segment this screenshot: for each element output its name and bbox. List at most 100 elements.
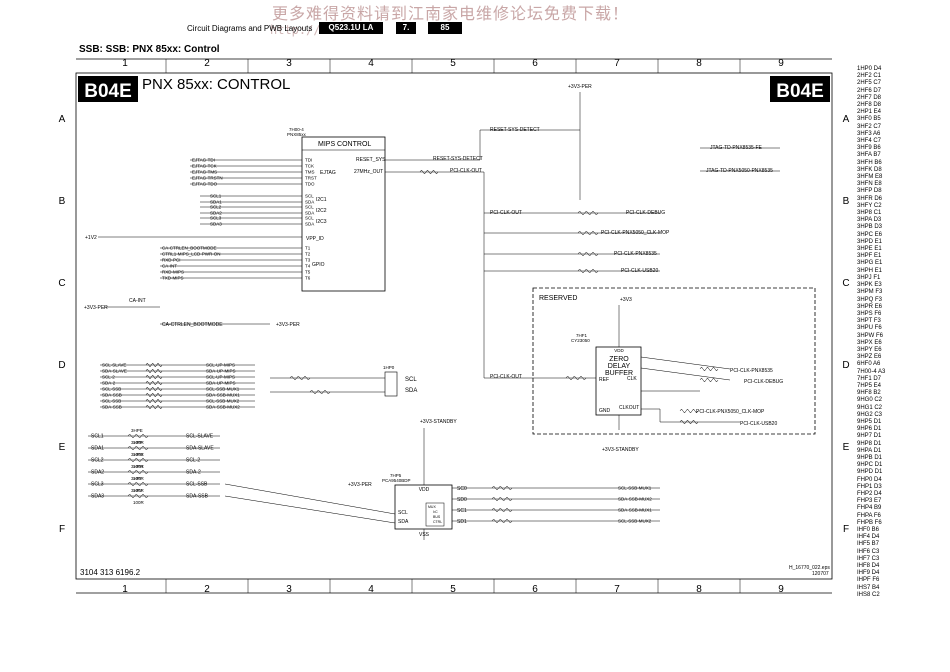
reserved-line1: ZERO — [609, 356, 629, 363]
ssb-nets: SCL-SLAVESDA-SLAVESCL-2SDA-2SCL-SSBSDA-S… — [100, 363, 385, 410]
component-index-item: 9HG0 C2 — [857, 397, 883, 404]
r-3hpu — [491, 518, 513, 524]
component-index-item: FHPB F6 — [857, 519, 882, 526]
reserved-clkout: CLKOUT — [619, 405, 639, 411]
mips-pin-label: T3 — [305, 258, 311, 263]
mips-pin-label: T2 — [305, 252, 311, 257]
ssb-net-right: SCL-SSB-MUX2 — [206, 399, 240, 404]
mips-i2c2-label: I2C2 — [316, 208, 327, 214]
reserved-3v3: +3V3 — [620, 297, 632, 303]
row-label-left: D — [58, 360, 65, 371]
component-index-item: 7HF1 D7 — [857, 375, 882, 382]
component-index-item: IHF0 B6 — [857, 527, 880, 533]
component-index-item: FHP4 B9 — [857, 505, 882, 512]
ssb-resistor — [145, 398, 163, 404]
mips-part: PNX85xx — [287, 132, 307, 137]
component-index-item: IHS7 B4 — [857, 584, 880, 591]
mips-pin-label: T6 — [305, 276, 311, 281]
component-index-item: FHP1 D3 — [857, 483, 882, 490]
net-ca-int: CA-INT — [129, 298, 146, 304]
ssb-resistor — [145, 374, 163, 380]
column-label-bottom: 3 — [286, 584, 292, 595]
connector-scl: SCL — [405, 377, 417, 383]
row-label-right: F — [843, 524, 849, 535]
component-index-item: 9HPD D1 — [857, 469, 883, 476]
mux-out-net: SCL-SSB-MUX2 — [618, 519, 652, 524]
out-1 — [640, 356, 731, 370]
badge-right — [770, 76, 830, 102]
column-label-top: 8 — [696, 58, 702, 69]
mips-left-nets: EJTAG-TDIEJTAG-TCKEJTAG-TMSEJTAG-TRSTNEJ… — [160, 158, 290, 281]
reserved-box — [532, 287, 816, 435]
component-index-item: 3HPK E3 — [857, 282, 882, 289]
component-index-item: 3HPA D3 — [857, 217, 882, 224]
mips-vpp-label: VPP_ID — [306, 236, 324, 242]
component-index-item: 3HPY E6 — [857, 346, 882, 353]
mux-scl: SCL — [398, 510, 408, 516]
component-index-item: 9HPA D1 — [857, 447, 882, 454]
reserved-gnd: GND — [599, 408, 611, 414]
mips-i2c1-label: I2C1 — [316, 197, 327, 203]
row-label-right: E — [843, 442, 850, 453]
mux-ref: 7HP5 — [390, 473, 402, 478]
r-3hfh — [577, 230, 599, 236]
column-label-bottom: 2 — [204, 584, 210, 595]
r-3hpw — [491, 496, 513, 502]
component-index-item: 3HPG E1 — [857, 260, 883, 267]
component-index-item: 3HF9 B6 — [857, 145, 881, 152]
component-index-item: 3HPU F6 — [857, 325, 882, 332]
ssb-net-right: SDA-UP-MIPS — [206, 381, 236, 386]
net-3v3-standby-2: +3V3-STANDBY — [602, 447, 639, 453]
mux-vdd: VDD — [419, 487, 430, 493]
mips-pin-label: SCL — [305, 216, 314, 221]
component-index-item: 9HP7 D1 — [857, 433, 882, 440]
component-index-item: 9HP8 D1 — [857, 440, 882, 447]
component-index-item: 9HPC D1 — [857, 462, 883, 469]
component-index-item: 2HF2 C1 — [857, 73, 882, 80]
net-3v3-per-top: +3V3-PER — [568, 84, 592, 90]
mux-sda-in — [224, 495, 396, 524]
bus-resistor — [127, 445, 149, 451]
mux-inner-3: BUS — [433, 515, 441, 519]
mux-vss: VSS — [419, 532, 430, 538]
bus-ref: 3HPF — [131, 440, 143, 445]
component-index-item: 2HF6 D7 — [857, 87, 882, 94]
component-index-item: 7HP5 E4 — [857, 382, 882, 389]
out-2 — [640, 367, 731, 381]
component-index-item: 9HPB D1 — [857, 454, 883, 461]
mux-out-net: SDA-SSB-MUX2 — [618, 497, 652, 502]
component-index-item: 3HFR D6 — [857, 195, 883, 202]
mips-pin-label: SDA — [305, 222, 314, 227]
ssb-net-right: SCL-UP-MIPS — [206, 375, 235, 380]
mux-sc1: SC1 — [457, 508, 467, 514]
component-index-item: 9HF8 B2 — [857, 390, 881, 397]
mux-out-net: SDA-SSB-MUX1 — [618, 508, 652, 513]
component-index-item: 3HPJ F1 — [857, 274, 881, 281]
section-box: 7. — [396, 22, 416, 34]
component-index-item: 2HF7 D8 — [857, 94, 882, 101]
component-index-item: 9HG1 C2 — [857, 404, 883, 411]
component-index-item: 7H00-4 A3 — [857, 368, 886, 375]
bus-out: SCL-2 — [186, 458, 200, 464]
component-index-item: FHPA F6 — [857, 512, 881, 519]
bus-net: SDA1 — [91, 446, 104, 452]
ssb-resistor — [145, 404, 163, 410]
column-label-top: 6 — [532, 58, 538, 69]
bus-resistor — [127, 433, 149, 439]
column-label-top: 5 — [450, 58, 456, 69]
reserved-wiring — [618, 305, 740, 430]
r-3hfg — [577, 210, 599, 216]
component-index-item: 3HFN E8 — [857, 181, 882, 188]
bus-out: SCL-SLAVE — [186, 434, 214, 440]
row-label-right: B — [843, 196, 850, 207]
reserved-line3: BUFFER — [605, 370, 633, 377]
component-index-item: 1HP0 D4 — [857, 66, 882, 72]
bus-out: SDA-SLAVE — [186, 446, 214, 452]
net-3v3-per-2: +3V3-PER — [276, 322, 300, 328]
net-3v3-standby: +3V3-STANDBY — [420, 419, 457, 425]
r-3hf4 — [577, 268, 599, 274]
badge-left — [78, 76, 138, 102]
mips-pin-label: TRST — [305, 176, 317, 181]
r-3hfk — [699, 366, 719, 372]
